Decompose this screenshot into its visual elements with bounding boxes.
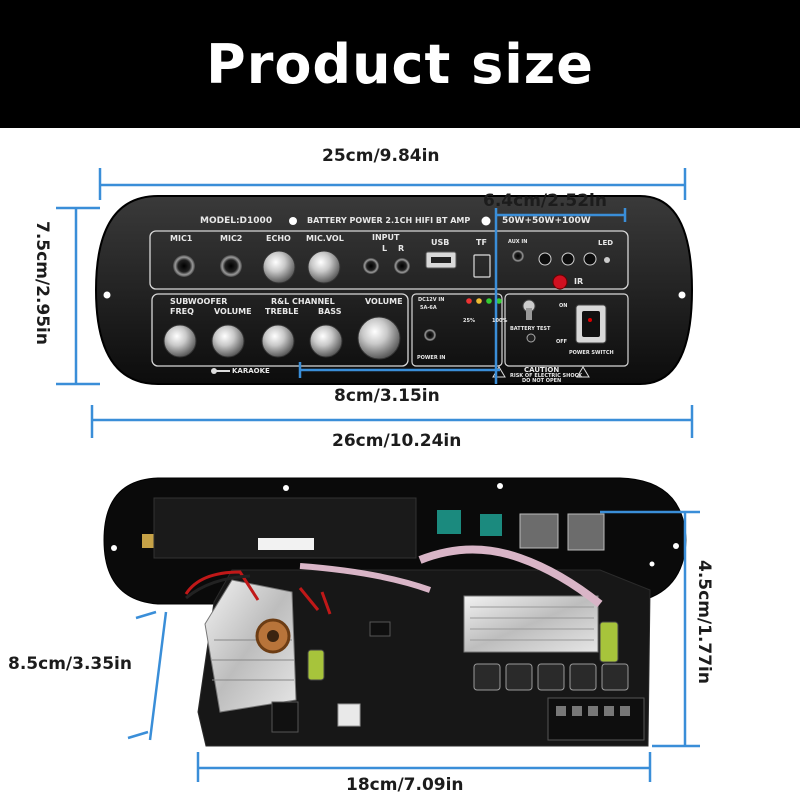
volume-label: VOLUME	[365, 297, 403, 306]
dc-in-label: DC12V IN	[418, 297, 445, 303]
dimension-lines	[56, 168, 700, 782]
pct-100-label: 100%	[492, 318, 508, 324]
board-width-label: 18cm/7.09in	[346, 775, 464, 795]
tf-label: TF	[476, 238, 487, 247]
input-l-label: L	[382, 244, 388, 253]
off-label: OFF	[556, 339, 568, 345]
input-r-label: R	[398, 244, 405, 253]
treble-label: TREBLE	[265, 307, 299, 316]
pct-25-label: 25%	[463, 318, 475, 324]
top-width-label: 25cm/9.84in	[322, 146, 440, 166]
freq-label: FREQ	[170, 307, 194, 316]
karaoke-label: KARAOKE	[232, 367, 270, 375]
power-in-label: POWER IN	[417, 355, 446, 361]
led-label: LED	[598, 239, 614, 247]
full-width-label: 26cm/10.24in	[332, 431, 462, 451]
usb-label: USB	[431, 238, 450, 247]
mic1-label: MIC1	[170, 234, 193, 243]
battery-test-label: BATTERY TEST	[510, 326, 551, 332]
caution-sub2-label: DO NOT OPEN	[522, 378, 562, 384]
power-rating: 50W+50W+100W	[502, 216, 591, 226]
subwoofer-label: SUBWOOFER	[170, 297, 228, 306]
bass-label: BASS	[318, 307, 342, 316]
page-title: Product size	[206, 32, 594, 96]
echo-label: ECHO	[266, 234, 291, 243]
board-height-label: 4.5cm/1.77in	[694, 560, 714, 684]
volume-sub-label: VOLUME	[214, 307, 252, 316]
mic-vol-label: MIC.VOL	[306, 234, 344, 243]
section-width-label: 8cm/3.15in	[334, 386, 440, 406]
power-switch-label: POWER SWITCH	[569, 350, 614, 356]
circuit-board	[103, 477, 687, 747]
inner-width-label: 6.4cm/2.52in	[483, 191, 607, 211]
input-label: INPUT	[372, 233, 400, 242]
caution-label: CAUTION	[524, 366, 560, 374]
aux-in-label: AUX IN	[508, 239, 528, 245]
mic2-label: MIC2	[220, 234, 243, 243]
header-banner: Product size	[0, 0, 800, 128]
front-panel	[94, 195, 694, 385]
board-depth-label: 8.5cm/3.35in	[8, 654, 132, 674]
dc-amp-label: 5A-6A	[420, 305, 437, 311]
rl-channel-label: R&L CHANNEL	[271, 297, 335, 306]
caution-sub-label: RISK OF ELECTRIC SHOCK	[510, 373, 583, 379]
on-label: ON	[559, 303, 568, 309]
panel-height-label: 7.5cm/2.95in	[32, 221, 52, 345]
ir-label: IR	[574, 277, 584, 286]
amp-title: BATTERY POWER 2.1CH HIFI BT AMP	[307, 216, 471, 225]
model-label: MODEL:D1000	[200, 216, 273, 226]
